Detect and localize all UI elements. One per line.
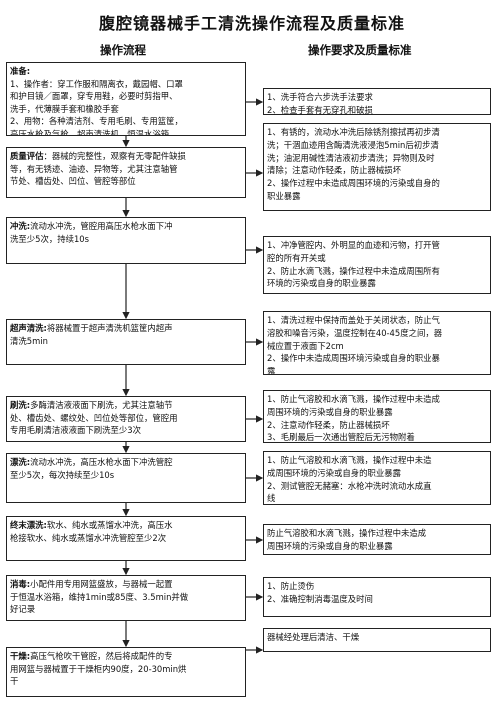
step-text-line: 高压水枪及气枪、超声清洗机、恒温水浴箱 (10, 128, 170, 136)
step-box-disinfection: 消毒:小配件用专用网篮盛放，与器械一起置于恒温水浴箱，维持1min或85度、3.… (6, 575, 246, 621)
requirement-text-line: 洗；干涸血迹用含酶清洗液浸泡5min后初步清 (267, 139, 439, 150)
step-text-line: 专用毛刷清洁液液面下刷洗至少3次 (10, 425, 141, 436)
step-text-line: 和护目镜／面罩，穿专用鞋，必要时剪指甲、 (10, 91, 178, 102)
requirement-text-line: 周围环境的污染或自身的职业暴露 (267, 540, 393, 551)
requirement-text-line: 成周围环境的污染或自身的职业暴露 (267, 467, 401, 478)
requirement-box-disinfection: 1、防止烫伤 2、准确控制消毒温度及时间 (263, 577, 491, 617)
step-heading: 漂洗: (10, 457, 31, 467)
step-box-preparation: 准备: 1、操作者：穿工作服和隔离衣，戴园帽、口罩和护目镜／面罩，穿专用鞋，必要时… (6, 62, 246, 136)
requirement-text-line: 清除；注意动作轻柔，防止器械损坏 (267, 165, 401, 176)
step-heading: 干燥: (10, 651, 31, 661)
step-box-ultrasonic-clean: 超声清洗:将器械置于超声清洗机篮筐内超声清洗5min (6, 319, 246, 365)
column-header-requirements: 操作要求及质量标准 (308, 43, 412, 57)
step-text-line: 处、槽齿处、螺纹处、凹位处等部位，管腔用 (10, 412, 178, 423)
requirement-text-line: 2、准确控制消毒温度及时间 (267, 593, 373, 604)
requirement-text-line: 1、防止气溶胶和水滴飞溅，操作过程中未造成 (267, 394, 440, 404)
step-heading: 冲洗: (10, 221, 31, 231)
requirement-text-line: 1、冲净管腔内、外明显的血迹和污物，打开管 (267, 240, 440, 250)
requirement-box-preparation: 1、洗手符合六步洗手法要求 2、检查手套有无穿孔和破损 (263, 88, 491, 115)
requirement-text-line: 防止气溶胶和水滴飞溅，操作过程中未造成 (267, 528, 427, 538)
requirement-text-line: 3、毛刷最后一次通出管腔后无污物附着 (267, 432, 415, 443)
requirement-box-quality-assessment: 1、有锈的，流动水冲洗后除锈剂擦拭再初步清洗；干涸血迹用含酶清洗液浸泡5min后… (263, 123, 491, 211)
step-box-final-rinse: 终末漂洗:软水、纯水或蒸馏水冲洗，高压水枪接软水、纯水或蒸馏水冲洗管腔至少2次 (6, 516, 246, 561)
requirement-text-line: 1、有锈的，流动水冲洗后除锈剂擦拭再初步清 (267, 127, 440, 137)
requirement-box-brushing: 1、防止气溶胶和水滴飞溅，操作过程中未造成周围环境的污染或自身的职业暴露 2、注意… (263, 390, 491, 443)
step-text-line: 洗至少5次，持续10s (10, 233, 89, 244)
step-text-line: 节处、槽齿处、凹位、管腔等部位 (10, 176, 136, 187)
requirement-text-line: 周围环境的污染或自身的职业暴露 (267, 406, 393, 417)
step-text-line: 等，有无锈迹、油迹、异物等，尤其注意轴管 (10, 163, 178, 174)
step-text-line: 用网篮与器械置于干燥柜内90度，20-30min烘 (10, 663, 187, 674)
requirement-text-line: 2、操作过程中未造成周围环境的污染或自身的 (267, 178, 440, 189)
step-heading: 准备: (10, 66, 31, 76)
step-text-line: 软水、纯水或蒸馏水冲洗，高压水 (46, 520, 173, 530)
step-box-drying: 干燥:高压气枪吹干管腔，然后将成配件的专用网篮与器械置于干燥柜内90度，20-3… (6, 647, 246, 697)
step-heading: 刷洗: (10, 400, 31, 410)
requirement-text-line: 械应置于液面下2cm (267, 340, 344, 351)
requirement-text-line: 1、防止烫伤 (267, 581, 315, 591)
requirement-box-drying: 器械经处理后清洁、干燥 (263, 628, 491, 652)
step-text-line: 洗手，代薄膜手套和橡胶手套 (10, 103, 119, 114)
requirement-box-ultrasonic-clean: 1、清洗过程中保持而盖处于关闭状态，防止气溶胶和噪音污染，温度控制在40-45度… (263, 311, 491, 375)
step-text-line: ：器械的完整性，观察有无零配件缺损 (43, 151, 186, 161)
requirement-text-line: 2、操作中未造成周围环境污染或自身的职业暴 (267, 353, 440, 364)
step-text-line: 枪接软水、纯水或蒸馏水冲洗管腔至少2次 (10, 532, 167, 543)
document-title: 腹腔镜器械手工清洗操作流程及质量标准 (98, 14, 405, 33)
requirement-text-line: 2、检查手套有无穿孔和破损 (267, 104, 373, 115)
requirement-text-line: 2、防止水滴飞溅，操作过程中未造成周围所有 (267, 265, 440, 276)
step-box-rinse: 冲洗:流动水冲洗，管腔用高压水枪水面下冲洗至少5次，持续10s (6, 217, 246, 264)
requirement-box-rinsing: 1、防止气溶胶和水滴飞溅，操作过程中未造成周围环境的污染或自身的职业暴露 2、测试… (263, 451, 491, 505)
step-box-brushing: 刷洗:多酶清洁液液面下刷洗，尤其注意轴节处、槽齿处、螺纹处、凹位处等部位，管腔用… (6, 396, 246, 442)
requirement-text-line: 2、注意动作轻柔，防止器械损坏 (267, 419, 390, 430)
step-text-line: 高压气枪吹干管腔，然后将成配件的专 (30, 651, 173, 661)
requirement-text-line: 环境的污染或自身的职业暴露 (267, 278, 376, 289)
step-heading: 终末漂洗: (10, 520, 47, 530)
requirement-box-rinse: 1、冲净管腔内、外明显的血迹和污物，打开管腔的所有开关或 2、防止水滴飞溅，操作过… (263, 236, 491, 294)
requirement-text-line: 溶胶和噪音污染，温度控制在40-45度之间，器 (267, 327, 443, 338)
step-heading: 质量评估 (10, 151, 44, 161)
step-box-rinsing: 漂洗:流动水冲洗，高压水枪水面下冲洗管腔至少5次，每次持续至少10s (6, 453, 246, 503)
step-text-line: 2、用物：各种清洁剂、专用毛刷、专用篮筐， (10, 116, 183, 127)
requirement-text-line: 线 (267, 493, 276, 504)
requirement-box-final-rinse: 防止气溶胶和水滴飞溅，操作过程中未造成周围环境的污染或自身的职业暴露 (263, 524, 491, 555)
requirement-text-line: 1、防止气溶胶和水滴飞溅，操作过程中未造 (267, 455, 432, 465)
step-text-line: 于恒温水浴箱，维持1min或85度、3.5min并做 (10, 591, 189, 602)
step-text-line: 流动水冲洗，高压水枪水面下冲洗管腔 (30, 457, 173, 467)
requirement-text-line: 器械经处理后清洁、干燥 (267, 632, 360, 642)
step-text-line: 将器械置于超声清洗机篮筐内超声 (46, 323, 173, 333)
requirement-text-line: 1、清洗过程中保持而盖处于关闭状态，防止气 (267, 315, 440, 325)
step-text-line: 流动水冲洗，管腔用高压水枪水面下冲 (30, 221, 173, 231)
step-text-line: 至少5次，每次持续至少10s (10, 469, 115, 480)
requirement-text-line: 洗；油泥用碱性清洁液初步清洗；异物则及时 (267, 152, 435, 163)
step-text-line: 清洗5min (10, 335, 48, 346)
step-text-line: 小配件用专用网篮盛放，与器械一起置 (30, 579, 173, 589)
requirement-text-line: 腔的所有开关或 (267, 252, 326, 263)
requirement-text-line: 露 (267, 366, 276, 375)
step-heading: 超声清洗: (10, 323, 47, 333)
step-heading: 消毒: (10, 579, 31, 589)
step-text-line: 干 (10, 676, 19, 687)
step-text-line: 好记录 (10, 604, 36, 615)
requirement-text-line: 2、测试管腔无赭塞：水枪冲洗时流动水成直 (267, 480, 432, 491)
column-header-process: 操作流程 (100, 43, 146, 57)
requirement-text-line: 1、洗手符合六步洗手法要求 (267, 92, 373, 102)
step-text-line: 多酶清洁液液面下刷洗，尤其注意轴节 (30, 400, 173, 410)
requirement-text-line: 职业暴露 (267, 190, 301, 201)
step-text-line: 1、操作者：穿工作服和隔离衣，戴园帽、口罩 (10, 78, 183, 89)
step-box-quality-assessment: 质量评估：器械的完整性，观察有无零配件缺损等，有无锈迹、油迹、异物等，尤其注意轴… (6, 147, 246, 198)
